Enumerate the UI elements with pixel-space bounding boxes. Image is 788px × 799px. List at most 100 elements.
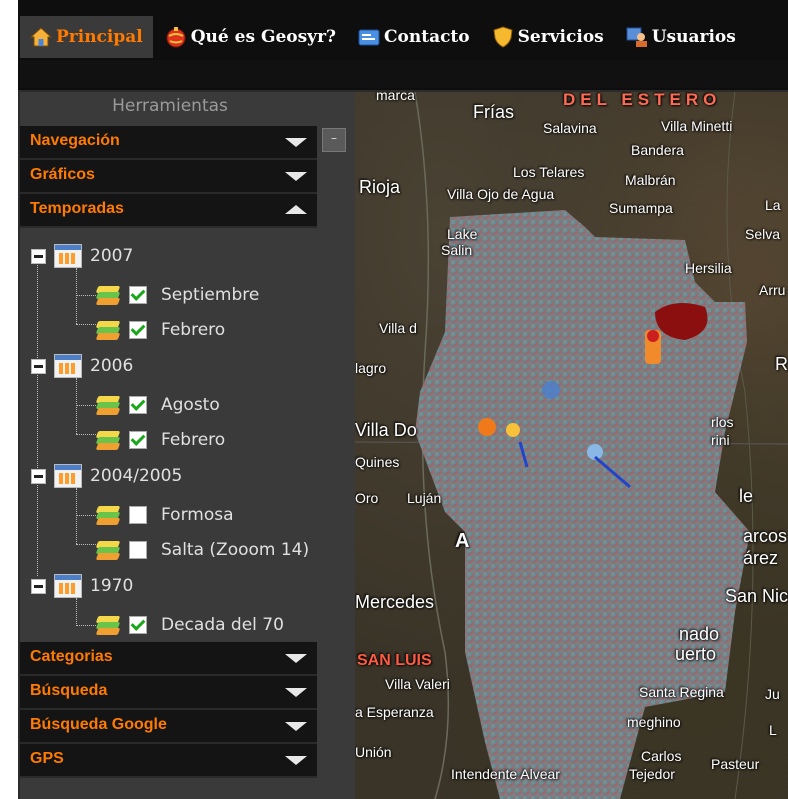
chevron-down-icon (285, 138, 307, 147)
section-label: Navegación (30, 132, 120, 149)
tree-year-label: 1970 (90, 576, 134, 596)
tree-item-label: Septiembre (161, 285, 260, 305)
section-categorias[interactable]: Categorias (20, 642, 317, 676)
nav-label: Servicios (517, 27, 604, 47)
map-label: La (765, 197, 781, 213)
collapse-toggle-icon[interactable] (31, 358, 46, 374)
map-label: L (769, 722, 777, 738)
page-left-border (0, 0, 18, 799)
map-label: Lake (447, 226, 478, 242)
map-label: arcos (743, 526, 788, 546)
contact-card-icon (358, 29, 380, 46)
map-label: marca (376, 92, 415, 103)
section-busqueda[interactable]: Búsqueda (20, 676, 317, 710)
tree-item-decada-70[interactable]: Decada del 70 (95, 612, 284, 638)
chevron-up-icon (285, 205, 307, 214)
calendar-icon (54, 244, 82, 268)
map-label: Malbrán (625, 172, 676, 188)
map-label: rini (711, 432, 730, 448)
map-label: Oro (355, 490, 379, 506)
map-label: Carlos (641, 748, 682, 764)
nav-item-servicios[interactable]: Servicios (482, 16, 614, 58)
tree-item-febrero-2007[interactable]: Febrero (95, 317, 225, 343)
tree-year-2004-2005[interactable]: 2004/2005 (31, 463, 182, 489)
nav-item-usuarios[interactable]: Usuarios (616, 16, 746, 58)
map-label: le (739, 486, 754, 506)
nav-label: Usuarios (651, 27, 736, 47)
calendar-icon (54, 354, 82, 378)
chevron-down-icon (285, 688, 307, 697)
map-label: Villa Minetti (661, 118, 733, 134)
calendar-icon (54, 574, 82, 598)
tree-item-label: Formosa (161, 505, 234, 525)
map-label: Santa Regina (639, 684, 724, 700)
collapse-toggle-icon[interactable] (31, 468, 46, 484)
tree-item-septiembre-2007[interactable]: Septiembre (95, 282, 259, 308)
sub-navigation-bar (20, 60, 788, 88)
temporadas-tree: 2007 Septiembre Febrero 2006 Agosto Febr… (20, 230, 317, 640)
tree-year-1970[interactable]: 1970 (31, 573, 133, 599)
layer-checkbox[interactable] (129, 616, 147, 634)
nav-item-contacto[interactable]: Contacto (348, 16, 480, 58)
layer-checkbox[interactable] (129, 321, 147, 339)
home-icon (30, 27, 52, 47)
tree-year-label: 2006 (90, 356, 134, 376)
chevron-down-icon (285, 722, 307, 731)
map-label: Villa Valeri (385, 676, 450, 692)
map-label: Unión (355, 744, 392, 760)
map-label: Quines (355, 454, 400, 470)
nav-item-que-es-geosyr[interactable]: Qué es Geosyr? (155, 16, 346, 58)
section-gps[interactable]: GPS (20, 744, 317, 778)
collapse-panel-button[interactable]: – (322, 128, 346, 152)
map-label: árez (743, 548, 779, 568)
collapse-toggle-icon[interactable] (31, 578, 46, 594)
globe-icon (166, 27, 186, 48)
calendar-icon (54, 464, 82, 488)
map-label: uerto (675, 644, 717, 664)
tree-year-2007[interactable]: 2007 (31, 243, 133, 269)
collapse-toggle-icon[interactable] (31, 248, 46, 264)
section-label: GPS (30, 750, 64, 767)
section-busqueda-google[interactable]: Búsqueda Google (20, 710, 317, 744)
section-label: Búsqueda Google (30, 716, 167, 733)
map-view[interactable]: marca Frías DEL ESTERO Salavina Villa Mi… (355, 92, 788, 799)
map-label: San Nico (725, 586, 788, 606)
map-label: Selva (745, 226, 781, 242)
layers-icon (95, 614, 121, 636)
layer-checkbox[interactable] (129, 541, 147, 559)
map-label: Los Telares (513, 164, 585, 180)
map-label: Villa d (379, 320, 417, 336)
map-label: Rioja (359, 177, 401, 197)
layer-checkbox[interactable] (129, 431, 147, 449)
map-label: Hersilia (685, 260, 732, 276)
map-label: Bandera (631, 142, 684, 158)
section-graficos[interactable]: Gráficos (20, 160, 317, 194)
map-label: nado (679, 624, 720, 644)
section-navegacion[interactable]: Navegación (20, 126, 317, 160)
nav-item-principal[interactable]: Principal (20, 16, 153, 58)
tree-item-formosa[interactable]: Formosa (95, 502, 234, 528)
map-label: Tejedor (629, 766, 675, 782)
tree-item-label: Febrero (161, 320, 226, 340)
map-label: A (455, 530, 470, 552)
layer-checkbox[interactable] (129, 396, 147, 414)
tree-year-2006[interactable]: 2006 (31, 353, 133, 379)
tree-item-febrero-2006[interactable]: Febrero (95, 427, 225, 453)
chevron-down-icon (285, 654, 307, 663)
layer-checkbox[interactable] (129, 286, 147, 304)
section-temporadas[interactable]: Temporadas (20, 194, 317, 228)
map-label: Villa Do (355, 420, 417, 440)
tree-item-salta[interactable]: Salta (Zooom 14) (95, 537, 309, 563)
layers-icon (95, 319, 121, 341)
map-label: SAN LUIS (357, 652, 432, 669)
tree-item-label: Agosto (161, 395, 220, 415)
map-label: Villa Ojo de Agua (447, 186, 555, 202)
tree-item-agosto-2006[interactable]: Agosto (95, 392, 220, 418)
layer-checkbox[interactable] (129, 506, 147, 524)
main-nav: Principal Qué es Geosyr? Contacto Servic… (20, 14, 788, 60)
section-label: Gráficos (30, 166, 95, 183)
map-label: a Esperanza (355, 704, 434, 720)
map-label: Luján (407, 490, 442, 506)
nav-label: Contacto (383, 27, 470, 47)
nav-label: Principal (56, 27, 143, 47)
